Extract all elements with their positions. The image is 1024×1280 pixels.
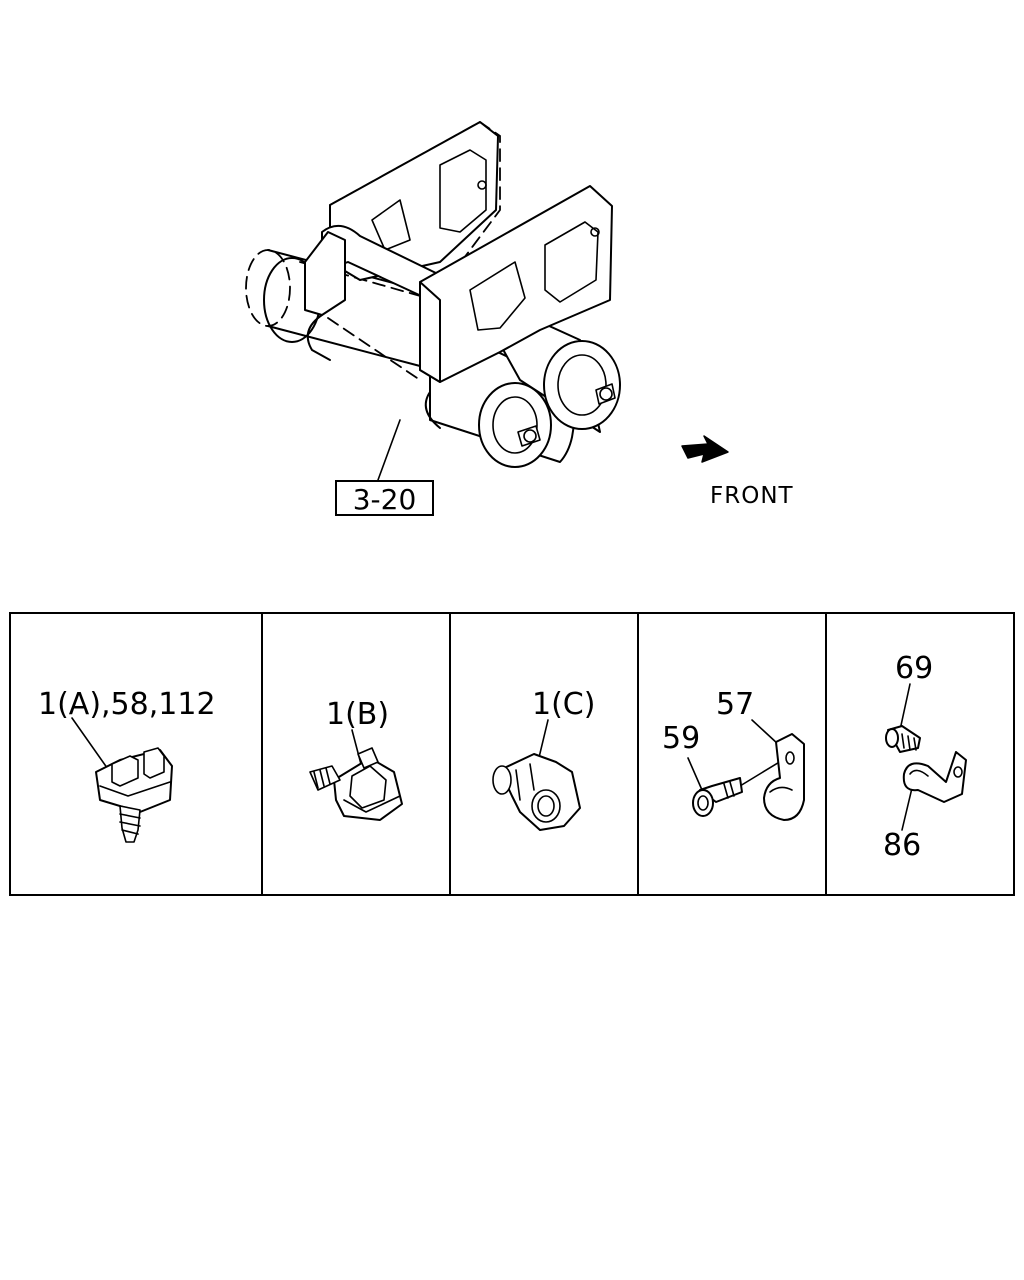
clip-b-part bbox=[309, 747, 403, 821]
reference-box-label: 3-20 bbox=[353, 483, 417, 516]
front-arrow-icon bbox=[681, 435, 729, 463]
clamp-86-part bbox=[902, 751, 967, 803]
bolt-59-part bbox=[692, 777, 743, 817]
callout-1a-58-112: 1(A),58,112 bbox=[38, 687, 216, 722]
callout-1c: 1(C) bbox=[532, 687, 595, 722]
callout-1b: 1(B) bbox=[326, 697, 389, 732]
clip-a-part bbox=[95, 747, 173, 843]
clip-c-part bbox=[492, 753, 581, 831]
detail-panel-5[interactable]: 69 86 bbox=[883, 651, 967, 863]
detail-panel-3[interactable]: 1(C) bbox=[492, 687, 595, 831]
callout-69: 69 bbox=[895, 651, 933, 686]
detail-panel-1[interactable]: 1(A),58,112 bbox=[38, 687, 216, 843]
detail-panels-frame bbox=[9, 612, 1015, 896]
bolt-69-part bbox=[885, 725, 921, 753]
detail-panel-2[interactable]: 1(B) bbox=[309, 697, 403, 821]
front-label: FRONT bbox=[710, 483, 794, 509]
callout-86: 86 bbox=[883, 828, 921, 863]
p-clip-57-part bbox=[763, 733, 805, 821]
air-tank-assembly-drawing bbox=[245, 120, 621, 481]
callout-59: 59 bbox=[662, 721, 700, 756]
reference-box-3-20[interactable]: 3-20 bbox=[335, 480, 434, 516]
callout-57: 57 bbox=[716, 687, 754, 722]
detail-panel-4[interactable]: 57 59 bbox=[662, 687, 805, 821]
